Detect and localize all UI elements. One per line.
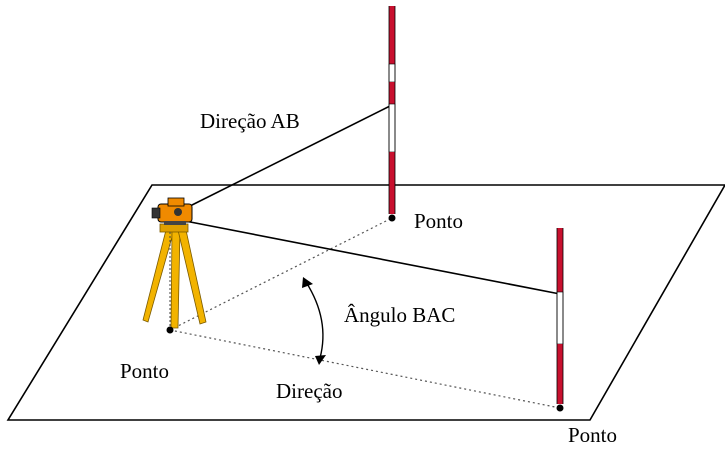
label-point-a: Ponto xyxy=(120,359,169,383)
point-c-marker xyxy=(556,404,564,412)
dotted-line-a-to-c xyxy=(169,329,561,409)
angle-arc-bac xyxy=(305,281,324,359)
point-b-marker xyxy=(388,214,396,222)
point-a-marker xyxy=(166,326,174,334)
angle-arrowhead-top xyxy=(302,277,313,288)
label-angle-bac: Ângulo BAC xyxy=(344,303,455,327)
sight-line-ac xyxy=(179,219,561,295)
level-instrument xyxy=(151,197,193,225)
dotted-line-a-to-b xyxy=(169,217,393,331)
sight-line-ab xyxy=(177,104,393,213)
angle-arrowhead-bottom xyxy=(315,355,326,365)
label-direction-ab: Direção AB xyxy=(200,109,300,133)
label-point-c: Ponto xyxy=(568,423,617,447)
label-point-b: Ponto xyxy=(414,209,463,233)
label-direction: Direção xyxy=(276,379,342,403)
ranging-pole-c xyxy=(556,228,564,404)
tripod xyxy=(142,223,207,330)
ranging-pole-b xyxy=(388,6,396,214)
